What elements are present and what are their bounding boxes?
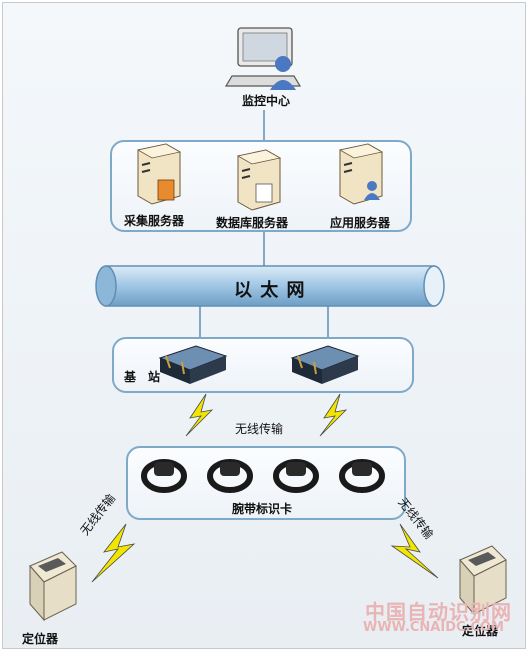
lightning-icon <box>319 393 348 437</box>
wireless-transmission-label: 无线传输 <box>235 422 284 436</box>
watermark-text: 中国自动识别网 <box>365 600 512 624</box>
lightning-icon <box>185 393 214 437</box>
ethernet-label: 以 太 网 <box>234 280 306 301</box>
lightning-icon <box>390 523 439 579</box>
lightning-icon <box>91 523 136 583</box>
locator-label: 定位器 <box>22 632 59 646</box>
wristband-group <box>126 446 406 520</box>
ethernet-pipe <box>95 265 445 307</box>
locator-label: 定位器 <box>462 624 499 638</box>
server-label: 应用服务器 <box>330 216 391 230</box>
monitor-center-label: 监控中心 <box>242 94 291 108</box>
wristband-label: 腕带标识卡 <box>232 502 293 516</box>
watermark-url: WWW.CNAIDC.COM <box>362 620 504 635</box>
base-station-label: 基 站 <box>124 370 161 384</box>
diagram-frame <box>2 2 526 649</box>
server-label: 采集服务器 <box>124 214 185 228</box>
server-label: 数据库服务器 <box>216 216 289 230</box>
